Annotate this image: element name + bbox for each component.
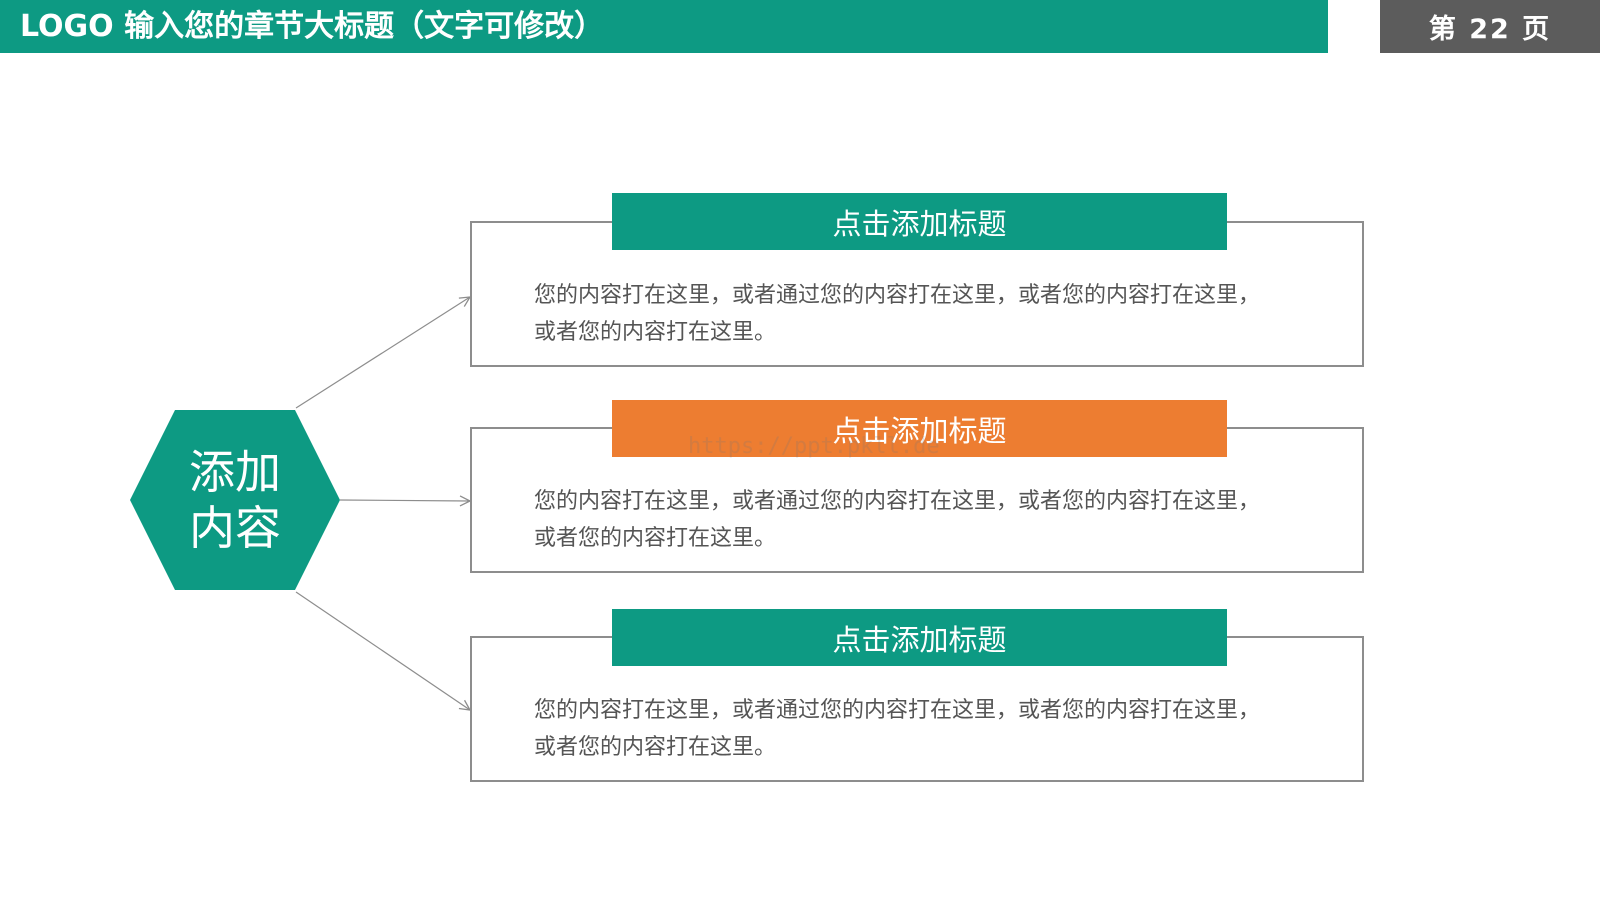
header-title: LOGO 输入您的章节大标题（文字可修改） [20, 9, 605, 44]
center-label-line-1: 添加 [189, 445, 281, 499]
header-bar: LOGO 输入您的章节大标题（文字可修改） [0, 0, 1328, 53]
card-2-title: 点击添加标题 [832, 413, 1007, 448]
center-label-line-2: 内容 [189, 501, 281, 555]
card-3-title: 点击添加标题 [832, 622, 1007, 657]
card-2-body: 您的内容打在这里，或者通过您的内容打在这里，或者您的内容打在这里， 或者您的内容… [534, 489, 1261, 551]
card-1-title-bar: 点击添加标题 [612, 193, 1227, 250]
connector-arrow-bottom [295, 591, 470, 710]
card-2-title-bar: 点击添加标题 [612, 400, 1227, 457]
connector-arrow-middle [339, 500, 470, 501]
center-hexagon [130, 410, 340, 590]
card-1-body: 您的内容打在这里，或者通过您的内容打在这里，或者您的内容打在这里， 或者您的内容… [534, 283, 1261, 345]
center-hexagon-label: 添加 内容 [130, 410, 340, 590]
card-3-title-bar: 点击添加标题 [612, 609, 1227, 666]
card-1-title: 点击添加标题 [832, 206, 1007, 241]
connector-arrow-top [295, 297, 470, 409]
card-3-body: 您的内容打在这里，或者通过您的内容打在这里，或者您的内容打在这里， 或者您的内容… [534, 698, 1261, 760]
watermark-text: https://ppt.pkll.de [688, 434, 940, 459]
page-number-badge: 第 22 页 [1380, 0, 1600, 53]
